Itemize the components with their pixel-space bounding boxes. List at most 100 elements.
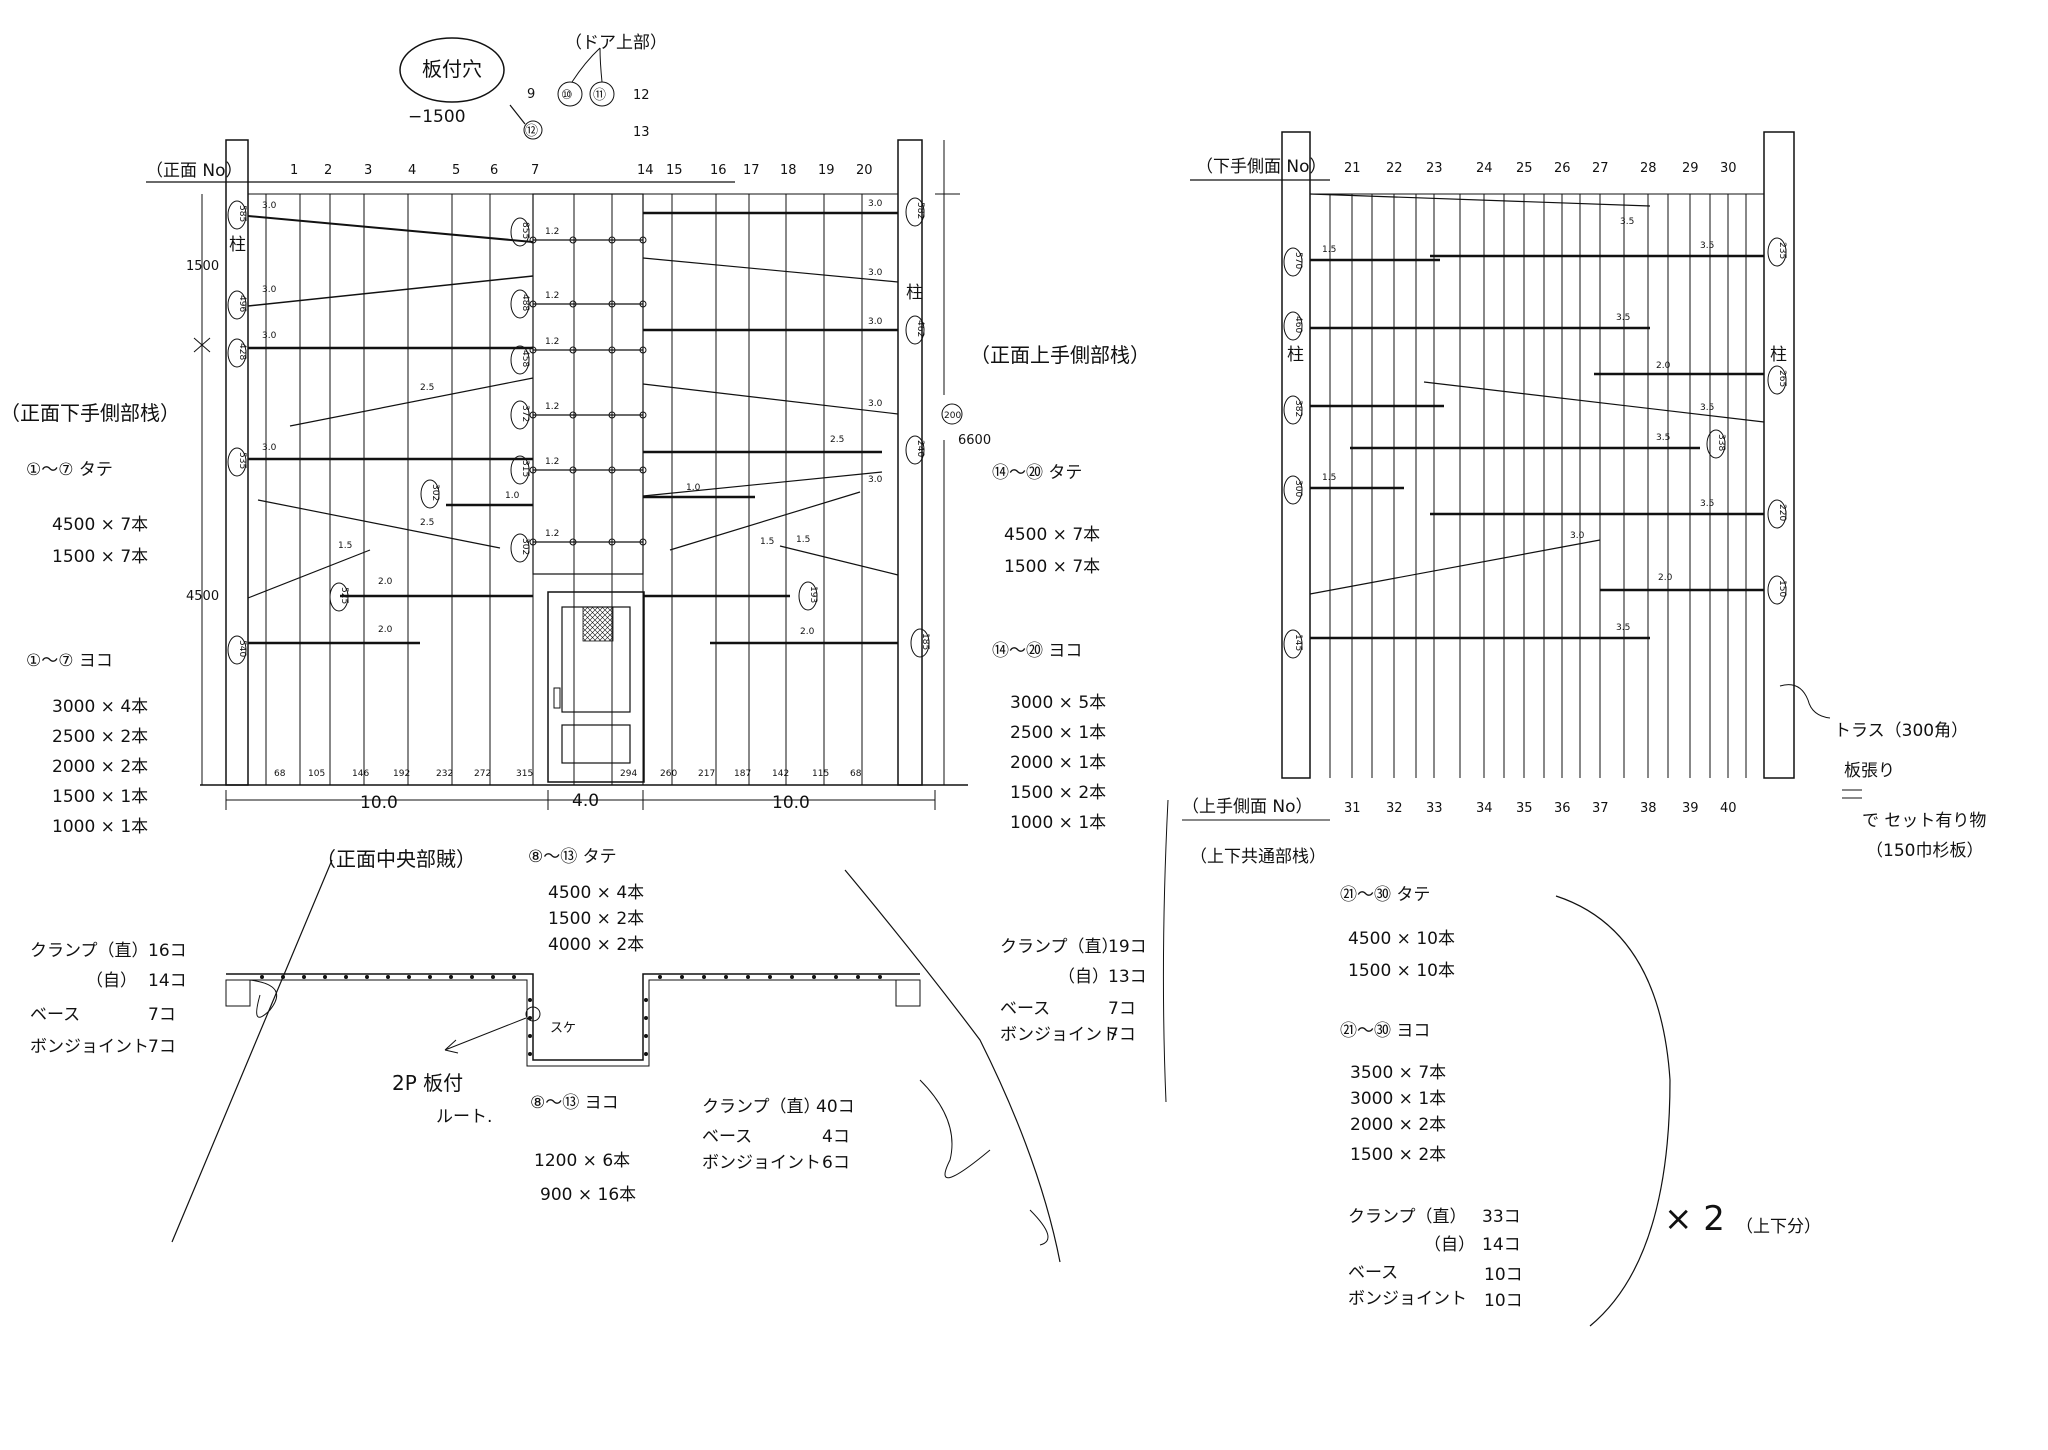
side-right-pillar-label: 柱 [1770, 345, 1787, 365]
upper-right-tate-2: 1500 × 7本 [1004, 557, 1100, 577]
front-callout-right-ring [910, 628, 930, 658]
upper-right-yoko-head: ⑭〜⑳ ヨコ [992, 641, 1082, 661]
side-callout-left-ring [1283, 247, 1303, 277]
front-center-label: 1.2 [545, 402, 559, 412]
side-brace-label: 3.5 [1620, 217, 1634, 227]
front-callout-mid-label: 372 [520, 405, 530, 422]
front-brace-left-label: 2.5 [420, 383, 434, 393]
board-note-1: 板張り [1844, 761, 1895, 781]
front-brace-left [247, 549, 371, 599]
common-tate-1: 4500 × 10本 [1348, 929, 1455, 949]
truss-note: トラス（300角） [1834, 721, 1968, 741]
side-brace-label: 1.5 [1322, 473, 1336, 483]
front-col-num-15: 15 [666, 163, 683, 178]
front-brace-right-label: 3.0 [868, 199, 883, 209]
common-part-4-name: ボンジョイント [1348, 1289, 1467, 1309]
board-note-arrow [1842, 789, 1862, 799]
center-plan-joint [260, 975, 264, 979]
front-center-joint [569, 300, 577, 308]
common-tate-head: ㉑〜㉚ タテ [1340, 885, 1430, 905]
side-callout-right-label: 235 [1777, 242, 1787, 259]
note-arrow [509, 104, 526, 125]
front-brace-right-label: 3.0 [868, 399, 883, 409]
side-callout-right-ring [1767, 575, 1787, 605]
hole-note-ellipse [399, 37, 505, 103]
front-center-opening [532, 193, 644, 575]
center-plan-right-pillar [895, 979, 921, 1007]
common-tate-2: 1500 × 10本 [1348, 961, 1455, 981]
center-plan-joint [365, 975, 369, 979]
side-callout-left-ring [1283, 395, 1303, 425]
upper-right-title: （正面上手側部栈） [970, 343, 1150, 367]
lower-left-materials: （正面下手側部栈） ①〜⑦ タテ 4500 × 7本 1500 × 7本 ①〜⑦… [0, 401, 187, 1057]
front-side-callout [941, 403, 963, 425]
center-plan-joint [790, 975, 794, 979]
center-plan-joint [323, 975, 327, 979]
front-center-joint [639, 236, 647, 244]
front-brace-left-label: 3.0 [262, 201, 277, 211]
side-brace-label: 3.5 [1656, 433, 1670, 443]
common-part-3-name: ベース [1348, 1263, 1398, 1283]
side-col-num-27: 27 [1592, 161, 1609, 176]
center-plan-joint [644, 1052, 648, 1056]
lower-left-yoko-4: 1500 × 1本 [52, 787, 148, 807]
front-callout-left-ring [227, 200, 247, 230]
side-col-num-40: 40 [1720, 801, 1737, 816]
front-bottom-dim: 217 [698, 769, 715, 779]
front-callout-right-label: 185 [920, 633, 930, 650]
front-center-label: 1.2 [545, 529, 559, 539]
side-callout-right-label: 265 [1777, 370, 1787, 387]
center-plan-joint [449, 975, 453, 979]
center-plan-joint [528, 1034, 532, 1038]
front-callout-mid-ring [510, 533, 530, 563]
front-col-num-4: 4 [408, 163, 416, 178]
front-callout-right-label: 193 [808, 586, 818, 603]
upper-right-part-1-qty: 19コ [1108, 937, 1147, 957]
side-col-num-29: 29 [1682, 161, 1699, 176]
front-brace-left [257, 499, 501, 549]
center-plan-joint [528, 998, 532, 1002]
center-plan-joint [512, 975, 516, 979]
center-breakout-left [171, 859, 333, 1243]
center-tate-head: ⑧〜⑬ タテ [528, 847, 617, 867]
front-callout-left-label: 428 [237, 343, 247, 360]
front-center-joint [608, 346, 616, 354]
lower-left-part-4-qty: 7コ [148, 1037, 176, 1057]
front-callout-mid-label: 315 [520, 460, 530, 477]
side-col-num-22: 22 [1386, 161, 1403, 176]
front-callout-right-label: 240 [915, 440, 925, 457]
center-part-1-qty: 40コ [816, 1097, 855, 1117]
front-center-label: 1.2 [545, 337, 559, 347]
center-breakout-right [844, 869, 1061, 1263]
front-callout-left-label: 540 [237, 640, 247, 657]
side-col-num-35: 35 [1516, 801, 1533, 816]
side-brace [1309, 539, 1601, 595]
front-callout-mid-extra-label: 302 [430, 484, 440, 501]
front-center-joint [639, 466, 647, 474]
lower-left-yoko-1: 3000 × 4本 [52, 697, 148, 717]
lower-left-part-2-name: （自） [86, 971, 137, 991]
front-brace-right-label: 1.0 [686, 483, 701, 493]
side-col-num-26: 26 [1554, 161, 1571, 176]
side-title-top: （下手側面 No） [1196, 157, 1327, 177]
upper-right-yoko-5: 1000 × 1本 [1010, 813, 1106, 833]
front-brace-right [642, 383, 899, 415]
side-col-num-24: 24 [1476, 161, 1493, 176]
front-callout-left-ring [329, 582, 349, 612]
front-center-joint [608, 466, 616, 474]
front-brace-left-label: 1.0 [505, 491, 520, 501]
front-center-joint [639, 300, 647, 308]
center-plan-joint [528, 1052, 532, 1056]
front-brace-left-label: 2.5 [420, 518, 434, 528]
common-part-4-qty: 10コ [1484, 1291, 1523, 1311]
lower-left-tate-1: 4500 × 7本 [52, 515, 148, 535]
center-plan-outline [226, 973, 920, 1061]
front-brace-right-label: 1.5 [760, 537, 774, 547]
side-callout-right-label: 220 [1777, 504, 1787, 521]
upper-right-part-2-qty: 13コ [1108, 967, 1147, 987]
center-plan-joint [702, 975, 706, 979]
circle-12-label: ⑫ [525, 124, 538, 139]
